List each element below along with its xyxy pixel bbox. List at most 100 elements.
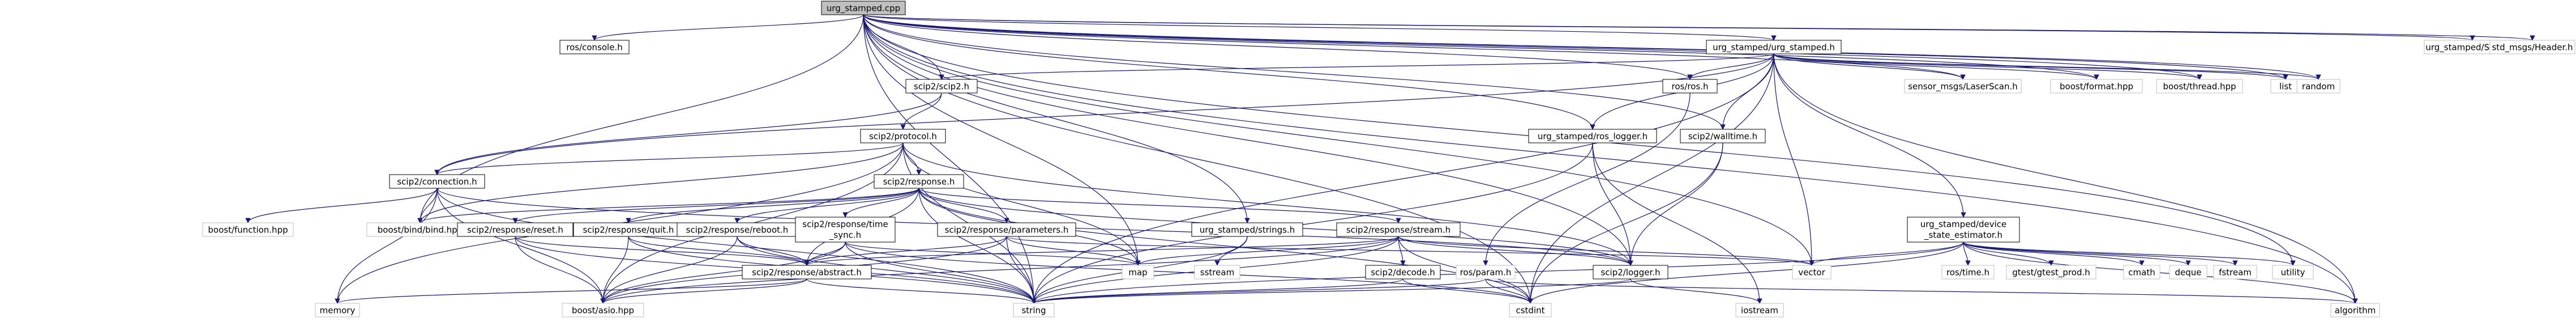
- node-walltime[interactable]: scip2/walltime.h: [1680, 129, 1766, 143]
- edge-parameters_h-to-abstract_h: [804, 236, 1007, 266]
- node-box: [742, 265, 872, 280]
- node-label: scip2/response/parameters.h: [945, 225, 1069, 235]
- node-label: scip2/response/stream.h: [1346, 225, 1450, 235]
- node-label: algorithm: [2335, 306, 2376, 316]
- node-label: cmath: [2128, 268, 2155, 278]
- node-cstdint: cstdint: [1509, 303, 1552, 317]
- edge-device_state-to-cmath: [1963, 242, 2145, 266]
- node-label: scip2/protocol.h: [869, 132, 937, 142]
- edge-ros_logger-to-string: [1031, 142, 1593, 304]
- node-box: [1593, 265, 1668, 280]
- node-stream-h[interactable]: scip2/response/stream.h: [1336, 222, 1461, 237]
- node-label: sstream: [1200, 268, 1234, 278]
- edge-stream_h-to-abstract_h: [804, 236, 1399, 266]
- node-reboot-h[interactable]: scip2/response/reboot.h: [677, 222, 798, 237]
- node-box: [1904, 79, 2022, 94]
- edge-quit_h-to-abstract_h: [628, 236, 810, 266]
- node-label: deque: [2175, 268, 2201, 278]
- node-label: ros/time.h: [1946, 268, 1989, 278]
- edge-strings_h-to-sstream: [1214, 236, 1248, 266]
- node-box: [937, 222, 1076, 237]
- edge-time_sync_h-to-boost_asio: [600, 242, 846, 304]
- node-box: [1907, 217, 2020, 243]
- node-box: [2270, 79, 2301, 94]
- node-box: [1662, 79, 1718, 94]
- edge-root-to-random: [863, 14, 2321, 80]
- node-urg-stamped-h[interactable]: urg_stamped/urg_stamped.h: [1706, 40, 1842, 54]
- edge-scip2_connection-to-memory: [335, 188, 438, 304]
- edge-urg_stamped_h-to-algorithm: [1773, 53, 2358, 304]
- node-box: [2006, 265, 2096, 280]
- edge-scip2_response-to-quit_h: [626, 188, 919, 223]
- node-box: [2489, 40, 2575, 54]
- node-box: [2123, 265, 2160, 280]
- node-abstract-h[interactable]: scip2/response/abstract.h: [742, 265, 872, 280]
- edge-walltime-to-logger_h: [1628, 142, 1723, 266]
- edge-reset_h-to-boost_asio: [515, 236, 606, 304]
- node-label: urg_stamped/urg_stamped.h: [1713, 43, 1835, 53]
- node-box: [1941, 265, 1995, 280]
- node-label: scip2/response/time: [802, 219, 888, 230]
- edge-urg_stamped_h-to-string: [1031, 53, 1774, 304]
- node-rosconsole[interactable]: ros/console.h: [559, 40, 630, 54]
- edge-scip2_response-to-string: [918, 188, 1037, 304]
- node-box: [1365, 265, 1441, 280]
- node-parameters-h[interactable]: scip2/response/parameters.h: [937, 222, 1076, 237]
- node-label: urg_stamped.cpp: [827, 3, 900, 14]
- node-vector: vector: [1792, 265, 1832, 280]
- node-box: [860, 129, 946, 143]
- node-label: scip2/decode.h: [1371, 268, 1435, 278]
- node-box: [2330, 303, 2380, 317]
- edge-scip2_protocol-to-scip2_connection: [434, 142, 904, 175]
- node-logger-h[interactable]: scip2/logger.h: [1593, 265, 1668, 280]
- node-ros-logger[interactable]: urg_stamped/ros_logger.h: [1528, 129, 1657, 143]
- edge-scip2_response-to-stream_h: [918, 188, 1401, 223]
- node-gtest-prod: gtest/gtest_prod.h: [2006, 265, 2096, 280]
- edge-stream_h-to-logger_h: [1398, 236, 1633, 266]
- node-box: [1680, 129, 1766, 143]
- edge-reboot_h-to-boost_asio: [600, 236, 738, 304]
- node-device-state[interactable]: urg_stamped/device_state_estimator.h: [1907, 217, 2020, 243]
- node-root[interactable]: urg_stamped.cpp: [821, 1, 906, 15]
- node-strings-h[interactable]: urg_stamped/strings.h: [1191, 222, 1303, 237]
- node-label: std_msgs/Header.h: [2492, 43, 2573, 53]
- node-scip2-connection[interactable]: scip2/connection.h: [389, 174, 485, 189]
- node-box: [1013, 303, 1055, 317]
- node-ros-h[interactable]: ros/ros.h: [1662, 79, 1718, 94]
- node-label: boost/function.hpp: [208, 225, 288, 235]
- node-box: [1706, 40, 1842, 54]
- node-box: [1456, 265, 1516, 280]
- edge-root-to-urg_stamped_h: [863, 14, 1777, 41]
- node-box: [795, 217, 896, 243]
- node-time-sync-h[interactable]: scip2/response/time_sync.h: [795, 217, 896, 243]
- node-quit-h[interactable]: scip2/response/quit.h: [573, 222, 684, 237]
- node-scip2-h[interactable]: scip2/scip2.h: [905, 79, 978, 94]
- node-boost-function: boost/function.hpp: [202, 222, 294, 237]
- edge-device_state-to-ros_time: [1963, 242, 1971, 266]
- node-box: [821, 1, 906, 15]
- node-label: boost/asio.hpp: [572, 306, 634, 316]
- edge-urg_stamped_h-to-laserscan: [1773, 53, 1966, 80]
- edge-root-to-header_h: [863, 14, 2535, 41]
- node-label: boost/thread.hpp: [2163, 82, 2236, 92]
- node-memory: memory: [315, 303, 360, 317]
- edge-param_h-to-string: [1031, 278, 1486, 304]
- edge-ros_logger-to-logger_h: [1592, 142, 1633, 266]
- node-label-line2: _sync.h: [829, 230, 861, 241]
- node-label: list: [2279, 82, 2292, 92]
- node-box: [1528, 129, 1657, 143]
- node-random: random: [2296, 79, 2340, 94]
- node-label: urg_stamped/ros_logger.h: [1538, 132, 1648, 142]
- node-box: [559, 40, 630, 54]
- edge-scip2_protocol-to-map: [902, 142, 1141, 266]
- edge-stream_h-to-map: [1135, 236, 1399, 266]
- node-reset-h[interactable]: scip2/response/reset.h: [457, 222, 574, 237]
- node-box: [2169, 265, 2207, 280]
- node-scip2-protocol[interactable]: scip2/protocol.h: [860, 129, 946, 143]
- node-scip2-response[interactable]: scip2/response.h: [874, 174, 964, 189]
- node-map: map: [1122, 265, 1154, 280]
- node-label: scip2/response/reboot.h: [686, 225, 789, 235]
- node-decode-h[interactable]: scip2/decode.h: [1365, 265, 1441, 280]
- node-label: ros/console.h: [566, 43, 622, 53]
- node-box: [2213, 265, 2257, 280]
